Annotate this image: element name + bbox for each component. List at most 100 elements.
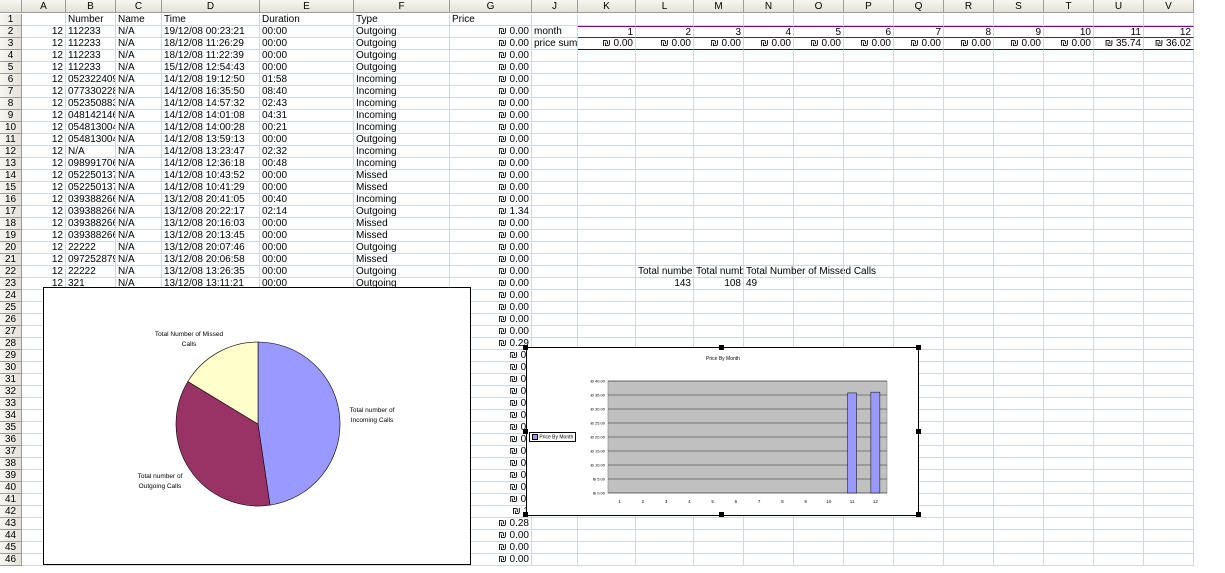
cell[interactable] <box>1094 158 1144 170</box>
cell[interactable] <box>578 314 636 326</box>
cell[interactable] <box>794 50 844 62</box>
cell[interactable] <box>894 218 944 230</box>
cell[interactable]: 14/12/08 10:41:29 <box>162 182 260 194</box>
cell[interactable]: 0548130043 <box>66 134 116 146</box>
cell[interactable]: 00:40 <box>260 194 354 206</box>
cell[interactable] <box>894 50 944 62</box>
cell[interactable] <box>694 110 744 122</box>
cell[interactable]: N/A <box>116 254 162 266</box>
row-header[interactable]: 22 <box>0 266 22 278</box>
cell[interactable] <box>994 98 1044 110</box>
cell[interactable] <box>994 530 1044 542</box>
cell[interactable]: 02:32 <box>260 146 354 158</box>
cell[interactable]: Missed <box>354 182 450 194</box>
cell[interactable]: 49 <box>744 278 794 290</box>
cell[interactable] <box>894 446 944 458</box>
cell[interactable]: 14/12/08 13:59:13 <box>162 134 260 146</box>
cell[interactable] <box>894 86 944 98</box>
cell[interactable] <box>1094 326 1144 338</box>
cell[interactable]: 12 <box>22 38 66 50</box>
cell[interactable] <box>894 494 944 506</box>
cell[interactable] <box>994 122 1044 134</box>
cell[interactable]: 4 <box>744 26 794 38</box>
cell[interactable] <box>578 230 636 242</box>
cell[interactable] <box>794 230 844 242</box>
cell[interactable] <box>1044 506 1094 518</box>
cell[interactable] <box>1044 446 1094 458</box>
cell[interactable]: 08:40 <box>260 86 354 98</box>
cell[interactable] <box>694 194 744 206</box>
cell[interactable] <box>944 158 994 170</box>
cell[interactable] <box>1044 302 1094 314</box>
cell[interactable] <box>744 326 794 338</box>
cell[interactable] <box>844 170 894 182</box>
row-header[interactable]: 4 <box>0 50 22 62</box>
cell[interactable] <box>844 518 894 530</box>
cell[interactable]: 18/12/08 11:22:39 <box>162 50 260 62</box>
row-header[interactable]: 33 <box>0 398 22 410</box>
cell[interactable] <box>1094 14 1144 26</box>
cell[interactable] <box>694 230 744 242</box>
cell[interactable] <box>944 530 994 542</box>
cell[interactable]: ₪ 0.00 <box>450 194 532 206</box>
cell[interactable]: 12 <box>1144 26 1194 38</box>
cell[interactable] <box>1144 302 1194 314</box>
cell[interactable] <box>944 278 994 290</box>
cell[interactable]: 00:21 <box>260 122 354 134</box>
cell[interactable] <box>994 434 1044 446</box>
cell[interactable]: 22222 <box>66 266 116 278</box>
cell[interactable]: 0773302280 <box>66 86 116 98</box>
cell[interactable] <box>636 230 694 242</box>
cell[interactable] <box>1094 278 1144 290</box>
cell[interactable] <box>1144 350 1194 362</box>
cell[interactable] <box>794 518 844 530</box>
cell[interactable]: 0523508833 <box>66 98 116 110</box>
cell[interactable] <box>944 314 994 326</box>
cell[interactable] <box>694 134 744 146</box>
cell[interactable]: ₪ 0.00 <box>450 542 532 554</box>
cell[interactable]: Total number of <box>636 266 694 278</box>
cell[interactable] <box>844 254 894 266</box>
cell[interactable] <box>944 230 994 242</box>
cell[interactable]: 00:00 <box>260 26 354 38</box>
cell[interactable]: 10 <box>1044 26 1094 38</box>
chart-handle[interactable] <box>523 429 528 434</box>
cell[interactable] <box>844 182 894 194</box>
cell[interactable]: 12 <box>22 74 66 86</box>
cell[interactable]: 0481421460 <box>66 110 116 122</box>
cell[interactable] <box>1044 530 1094 542</box>
cell[interactable] <box>744 314 794 326</box>
cell[interactable] <box>944 350 994 362</box>
bar[interactable] <box>870 391 881 494</box>
cell[interactable] <box>1044 110 1094 122</box>
cell[interactable] <box>744 110 794 122</box>
row-header[interactable]: 23 <box>0 278 22 290</box>
cell[interactable] <box>1144 362 1194 374</box>
cell[interactable] <box>944 266 994 278</box>
cell[interactable] <box>1144 410 1194 422</box>
cell[interactable]: 9 <box>994 26 1044 38</box>
cell[interactable] <box>1094 338 1144 350</box>
cell[interactable]: 14/12/08 16:35:50 <box>162 86 260 98</box>
cell[interactable] <box>1044 494 1094 506</box>
cell[interactable] <box>694 86 744 98</box>
cell[interactable] <box>894 122 944 134</box>
cell[interactable] <box>1044 254 1094 266</box>
cell[interactable] <box>1094 62 1144 74</box>
cell[interactable] <box>894 74 944 86</box>
cell[interactable]: Incoming <box>354 86 450 98</box>
cell[interactable] <box>1094 146 1144 158</box>
cell[interactable] <box>744 158 794 170</box>
cell[interactable]: 12 <box>22 134 66 146</box>
cell[interactable] <box>636 146 694 158</box>
cell[interactable]: 12 <box>22 98 66 110</box>
cell[interactable] <box>994 302 1044 314</box>
cell[interactable]: 13/12/08 13:26:35 <box>162 266 260 278</box>
cell[interactable]: ₪ 0.00 <box>794 38 844 50</box>
pie-label[interactable]: Incoming Calls <box>351 417 394 424</box>
cell[interactable] <box>794 98 844 110</box>
cell[interactable]: ₪ 35.74 <box>1094 38 1144 50</box>
cell[interactable] <box>1044 362 1094 374</box>
cell[interactable] <box>794 62 844 74</box>
pie-slice[interactable] <box>257 341 341 506</box>
